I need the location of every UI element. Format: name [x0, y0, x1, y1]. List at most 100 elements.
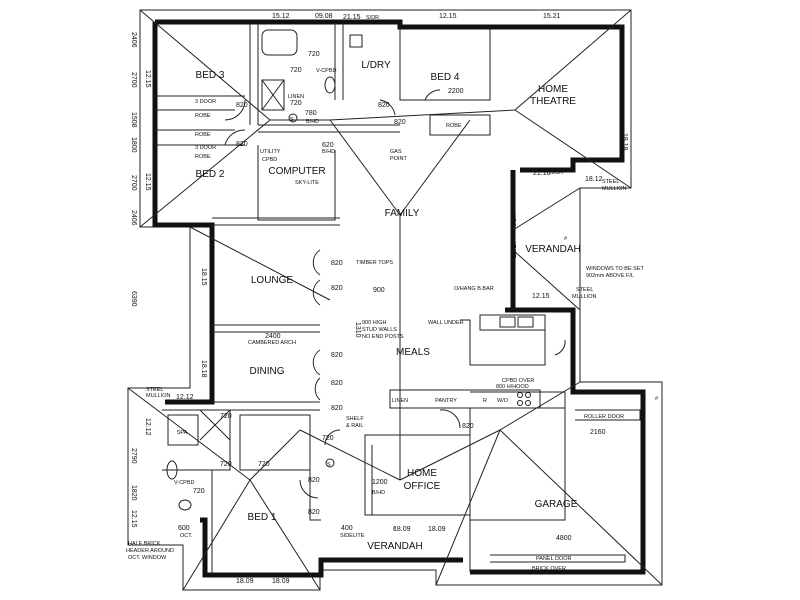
brick-over-label: BRICK OVER [532, 566, 566, 572]
robe-label: ROBE [195, 132, 211, 138]
dimension: 2700 [130, 175, 137, 191]
dimension: 12.15 [439, 13, 457, 20]
dimension: 780 [305, 110, 317, 117]
room-label-linen-lower: LINEN [392, 398, 408, 404]
exterior-walls [152, 19, 646, 578]
dimension: 820 [236, 102, 248, 109]
robe-label: 3 DOOR [195, 99, 216, 105]
timber-tops-label: TIMBER TOPS [356, 260, 393, 266]
dimension: 600 [178, 525, 190, 532]
dimension: 2700 [130, 72, 137, 88]
stud-walls-label: NO END POSTS [362, 334, 404, 340]
room-label-home-office-2: OFFICE [404, 481, 441, 492]
dimension: 12.15 [144, 173, 151, 191]
cambered-arch-label: CAMBERED ARCH [248, 340, 296, 346]
room-label-verandah-east: VERANDAH [525, 244, 581, 255]
dimension: 12.12 [176, 394, 194, 401]
dimension: 820 [236, 141, 248, 148]
dimension: 6390 [130, 291, 137, 307]
windows-note: WINDOWS TO BE SET [586, 266, 644, 272]
stud-walls-label: STUD WALLS [362, 327, 397, 333]
dimension: 900 [373, 287, 385, 294]
room-label-lounge: LOUNGE [251, 275, 294, 286]
dimension: 820 [308, 509, 320, 516]
dimension: 12.12 [144, 418, 151, 436]
steel-mullion-label: STEEL [576, 287, 593, 293]
bulkhead-label: B/HD [372, 490, 385, 496]
dimension: 12.15 [144, 70, 151, 88]
room-label-bed-2: BED 2 [196, 169, 225, 180]
dimension: 720 [193, 488, 205, 495]
room-label-home-theatre-1: HOME [538, 84, 568, 95]
dimension: 720 [290, 100, 302, 107]
dimension: 2160 [590, 429, 606, 436]
hash-marker: # [564, 236, 568, 242]
room-label-bed-3: BED 3 [196, 70, 225, 81]
dimension: 1310 [354, 322, 361, 338]
dimension: 720 [220, 461, 232, 468]
dimension: 1508 [130, 112, 137, 128]
half-brick-note: OCT. WINDOW [128, 555, 167, 561]
dimension: 400 [341, 525, 353, 532]
dimension: 18.09 [272, 578, 290, 585]
shelf-rail-label: SHELF [346, 416, 364, 422]
dimension: 820 [308, 477, 320, 484]
dimension: 820 [331, 405, 343, 412]
half-brick-note: HALF BRICK [128, 541, 161, 547]
cupboard-over-label: 800 H/HOOD [496, 384, 529, 390]
dimension: 21.27 [511, 240, 518, 258]
dimension: 720 [308, 51, 320, 58]
gas-point-label: POINT [390, 156, 407, 162]
overhang-breakfast-bar-label: O/HANG B.BAR [454, 286, 494, 292]
dimension: 720 [220, 413, 232, 420]
wall-under-label: WALL UNDER [428, 320, 464, 326]
dimension: 820 [378, 102, 390, 109]
dimension: 09.08 [315, 13, 333, 20]
robe-label: ROBE [195, 154, 211, 160]
dimension: 21.18 [533, 170, 551, 177]
room-label-computer: COMPUTER [268, 166, 325, 177]
room-label-spa: SPA [177, 430, 188, 436]
cupboard-label: CPBD [262, 157, 277, 163]
roller-door-label: ROLLER DOOR [584, 414, 624, 420]
door-swings [224, 89, 566, 499]
dimension: 820 [331, 380, 343, 387]
dimension: 720 [258, 461, 270, 468]
dimension: 12.15 [532, 293, 550, 300]
dimension: 18.09 [428, 526, 446, 533]
smoke-detector-label: S [290, 117, 294, 123]
room-label-home-office-1: HOME [407, 468, 437, 479]
dimension: 2790 [130, 448, 137, 464]
room-label-home-theatre-2: THEATRE [530, 96, 576, 107]
half-brick-note: HEADER AROUND [126, 548, 174, 554]
octagonal-window-label: OCT. [180, 533, 193, 539]
dimension: 2200 [448, 88, 464, 95]
vanity-cupboard-label: V-CPBD [174, 480, 195, 486]
fixtures [166, 29, 534, 511]
utility-label: UTILITY [260, 149, 281, 155]
steel-mullion-label: MULLION [146, 393, 170, 399]
windows-note: 902mm ABOVE F/L [586, 273, 634, 279]
bulkhead-label: B/HD [306, 119, 319, 125]
sliding-door-label: S/DR [550, 170, 563, 176]
steel-mullion-label: MULLION [602, 186, 626, 192]
dimension: 18.18 [200, 360, 207, 378]
dimension: 18.09 [393, 526, 411, 533]
dimension: 820 [331, 352, 343, 359]
room-label-linen-upper: LINEN [288, 94, 304, 100]
wall-oven-label: W/O [497, 398, 509, 404]
room-label-meals: MEALS [396, 347, 430, 358]
dimension: 12.15 [130, 510, 137, 528]
dimension: 18.09 [236, 578, 254, 585]
dimension: 820 [394, 119, 406, 126]
dimension: 1820 [130, 485, 137, 501]
room-label-dining: DINING [250, 366, 285, 377]
skylite-label: SKY-LITE [295, 180, 319, 186]
smoke-detector-label: S [327, 462, 331, 468]
dimension: 820 [462, 423, 474, 430]
dimension: 18.12 [585, 176, 603, 183]
hash-marker: # [393, 526, 397, 532]
dimension: 620 [322, 142, 334, 149]
steel-mullion-label: STEEL [146, 387, 163, 393]
dimension: 1200 [372, 479, 388, 486]
